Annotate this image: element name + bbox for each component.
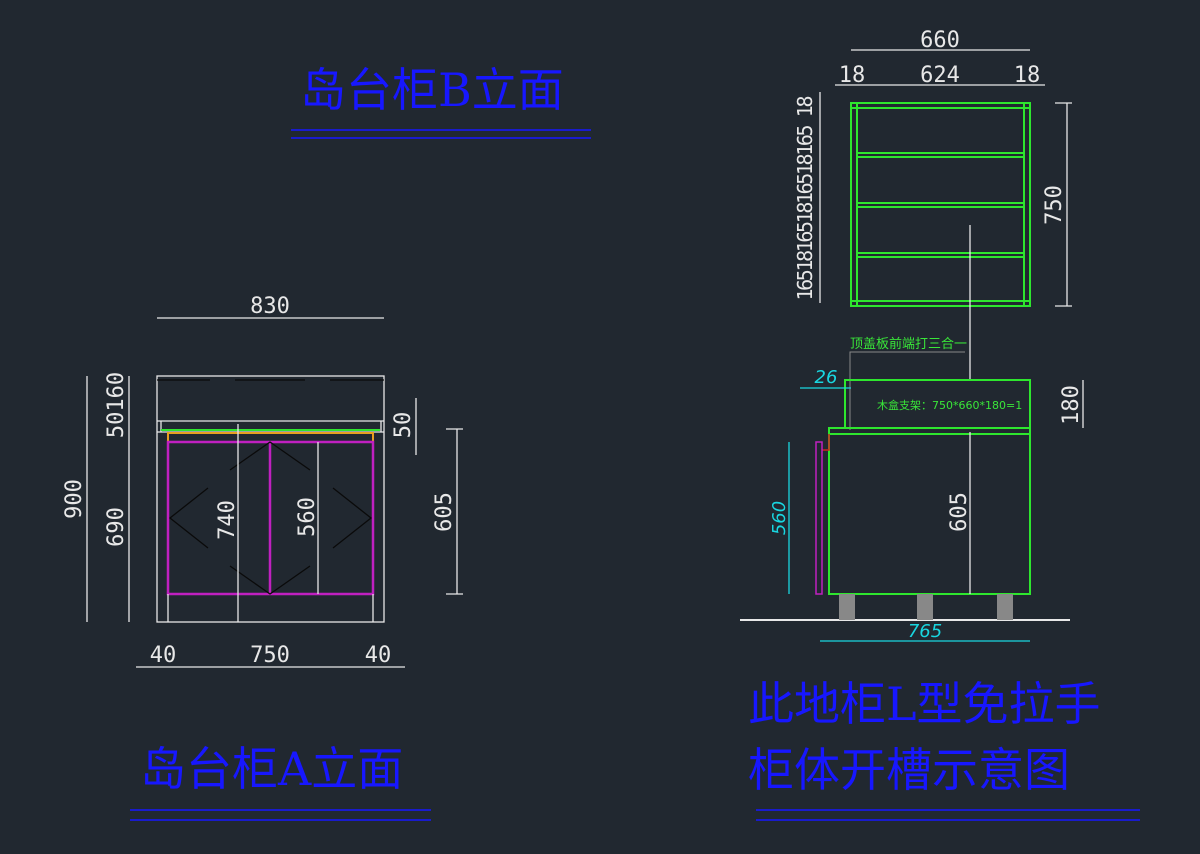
dim-560: 560: [295, 497, 320, 537]
title-l-line1: 此地柜L型免拉手: [748, 677, 1101, 731]
drawing-a-elevation: 830 900 50160 690 50 605 740 560 40 750 …: [62, 294, 463, 668]
dim-624: 624: [920, 63, 960, 88]
dim-180: 180: [1059, 385, 1084, 425]
dim-40-left: 40: [150, 643, 177, 668]
dim-26: 26: [815, 367, 838, 388]
orange-rail: [167, 432, 374, 443]
dim-50: 50: [391, 412, 416, 439]
dim-18-right: 18: [1014, 63, 1041, 88]
drawing-section: 顶盖板前端打三合一 木盒支架：750*660*180=1 605 180 26 …: [740, 225, 1084, 642]
dim-765: 765: [908, 621, 942, 642]
leg-icons: [839, 594, 1013, 620]
dim-750: 750: [1042, 185, 1067, 225]
dim-18-left: 18: [839, 63, 866, 88]
dim-50160: 50160: [104, 372, 129, 438]
drawing-shelf-elevation: 660 18 624 18 750 165181651816518165 18: [793, 28, 1072, 307]
dim-40-right: 40: [365, 643, 392, 668]
dim-605: 605: [432, 492, 457, 532]
title-l-line2: 柜体开槽示意图: [748, 743, 1070, 797]
dim-750: 750: [250, 643, 290, 668]
title-a-elevation: 岛台柜A立面: [140, 742, 403, 796]
dim-690: 690: [104, 507, 129, 547]
dim-shelf-chain: 165181651816518165 18: [793, 96, 817, 301]
cabinet-outline: [156, 375, 385, 623]
dim-830: 830: [250, 294, 290, 319]
dim-660: 660: [920, 28, 960, 53]
dim-740: 740: [215, 500, 240, 540]
door-edge: [815, 441, 823, 595]
dim-560: 560: [769, 501, 790, 535]
note-wood-box: 木盒支架：750*660*180=1: [877, 398, 1022, 412]
title-b-elevation: 岛台柜B立面: [300, 63, 564, 117]
dim-900: 900: [62, 479, 87, 519]
dim-605: 605: [947, 492, 972, 532]
note-top-panel: 顶盖板前端打三合一: [850, 336, 967, 352]
